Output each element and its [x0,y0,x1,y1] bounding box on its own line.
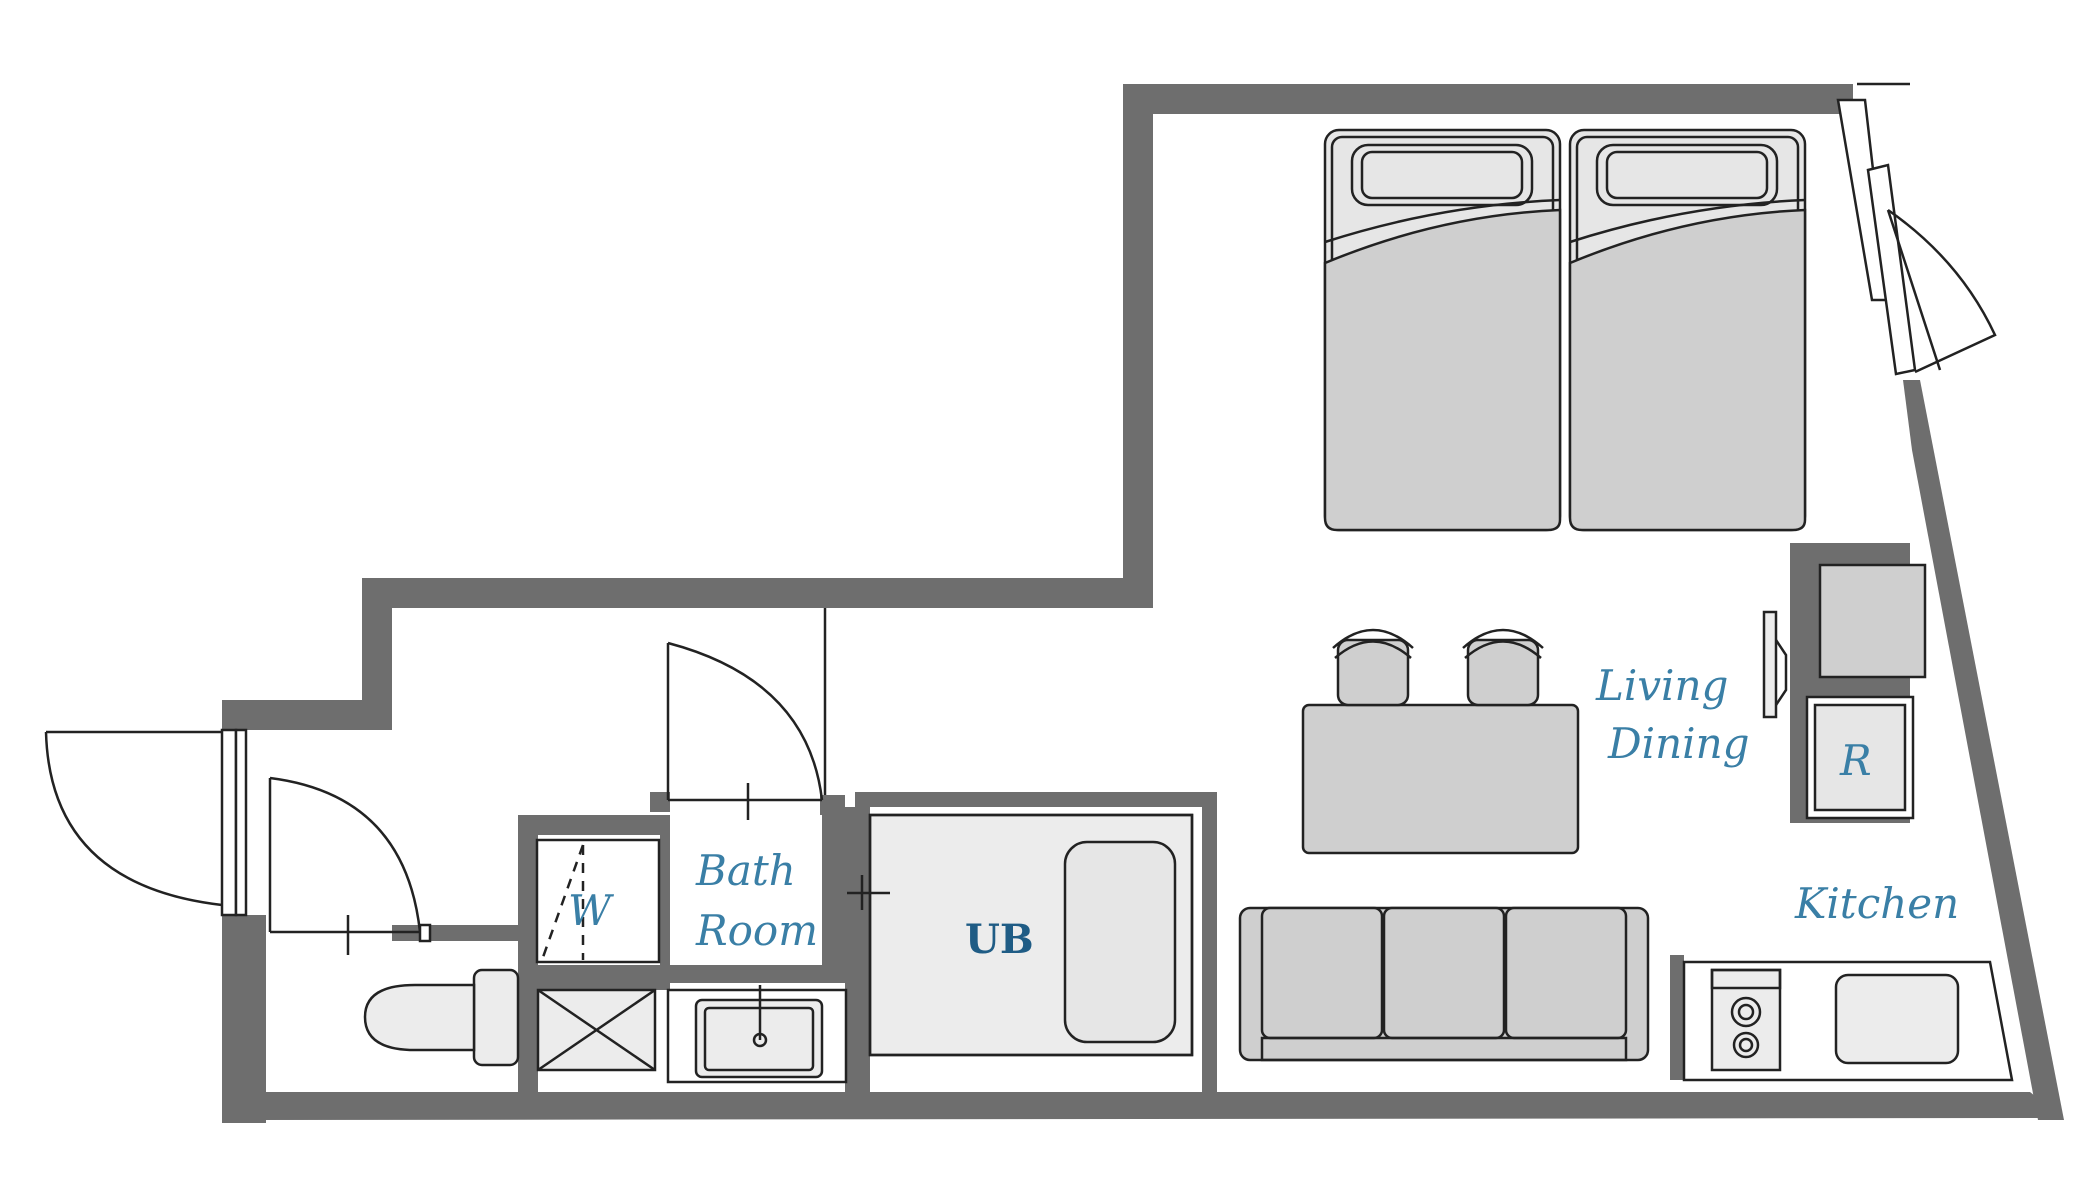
toilet-door [268,776,432,955]
toilet [363,968,520,1067]
unit-bath [830,792,1217,1092]
window [1836,82,1997,376]
sink [666,985,848,1084]
washer-space [535,838,661,964]
fridge-label: R [1839,736,1872,785]
storage-cabinet [1790,543,1927,823]
room-label: Room [695,906,818,955]
sofa [1238,906,1650,1062]
bath-room-walls [392,792,847,1092]
dining-label: Dining [1607,719,1750,768]
entry-door [44,728,248,917]
bed-left [1323,128,1562,532]
tv [1762,610,1788,719]
dining-chair-left [1332,628,1414,707]
exterior-walls [222,84,2064,1123]
bath-door [666,608,827,820]
washer-label: W [568,886,615,935]
dining-table [1301,703,1580,855]
kitchen-label: Kitchen [1794,879,1959,928]
shoe-storage [536,988,657,1072]
bath-label: Bath [695,846,796,895]
room-labels: Living Dining Bath Room Kitchen UB W R [568,661,1959,963]
bed-right [1568,128,1807,532]
unit-bath-label: UB [965,916,1034,963]
living-label: Living [1595,661,1728,710]
dining-chair-right [1462,628,1544,707]
kitchen-counter [1670,955,2014,1082]
